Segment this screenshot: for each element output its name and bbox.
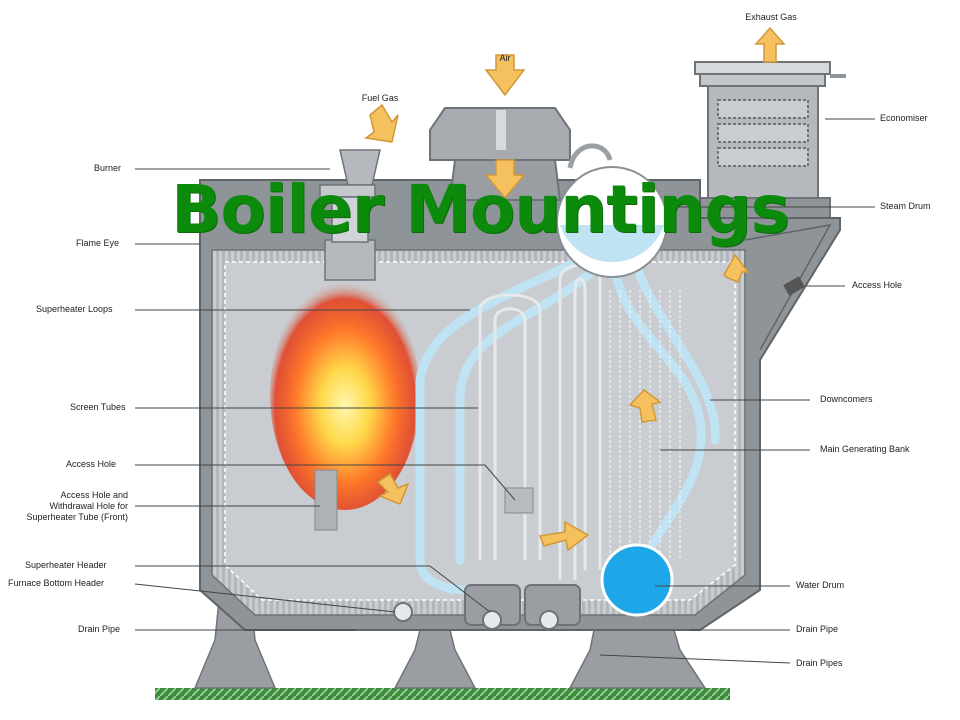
headers — [393, 584, 581, 630]
water-drum — [600, 543, 674, 617]
label-screen-tubes: Screen Tubes — [70, 402, 126, 412]
steam-drum — [556, 143, 668, 278]
label-drain-pipe-right: Drain Pipe — [796, 624, 839, 634]
label-superheater-loops: Superheater Loops — [36, 304, 113, 314]
label-access-hole-withdrawal-3: Superheater Tube (Front) — [26, 512, 128, 522]
economiser-stack — [694, 61, 846, 219]
page-title: Boiler Mountings — [171, 171, 790, 248]
label-main-generating-bank: Main Generating Bank — [820, 444, 910, 454]
label-drain-pipes: Drain Pipes — [796, 658, 843, 668]
label-access-hole-withdrawal-2: Withdrawal Hole for — [49, 501, 128, 511]
flow-arrows — [364, 26, 786, 552]
generating-bank — [609, 290, 681, 560]
label-fuel-gas: Fuel Gas — [361, 93, 399, 103]
burner — [319, 149, 381, 281]
label-economiser: Economiser — [880, 113, 928, 123]
leader-lines — [134, 118, 875, 664]
label-downcomers: Downcomers — [820, 394, 873, 404]
flame — [270, 280, 420, 510]
label-water-drum: Water Drum — [796, 580, 845, 590]
ground — [155, 688, 730, 700]
label-flame-eye: Flame Eye — [76, 238, 120, 248]
label-superheater-header: Superheater Header — [25, 560, 107, 570]
label-access-hole-withdrawal-1: Access Hole and — [60, 490, 128, 500]
label-burner: Burner — [94, 163, 122, 173]
label-furnace-bottom-header: Furnace Bottom Header — [8, 578, 105, 588]
label-exhaust-gas: Exhaust Gas — [745, 12, 797, 22]
label-steam-drum: Steam Drum — [880, 201, 931, 211]
superheater-loops — [478, 263, 602, 580]
label-access-hole-left: Access Hole — [66, 459, 117, 469]
access-hole-inner — [504, 487, 534, 514]
label-air: Air — [499, 53, 511, 63]
label-access-hole-right: Access Hole — [852, 280, 903, 290]
label-drain-pipe-left: Drain Pipe — [78, 624, 121, 634]
access-hole-withdrawal — [314, 469, 338, 531]
